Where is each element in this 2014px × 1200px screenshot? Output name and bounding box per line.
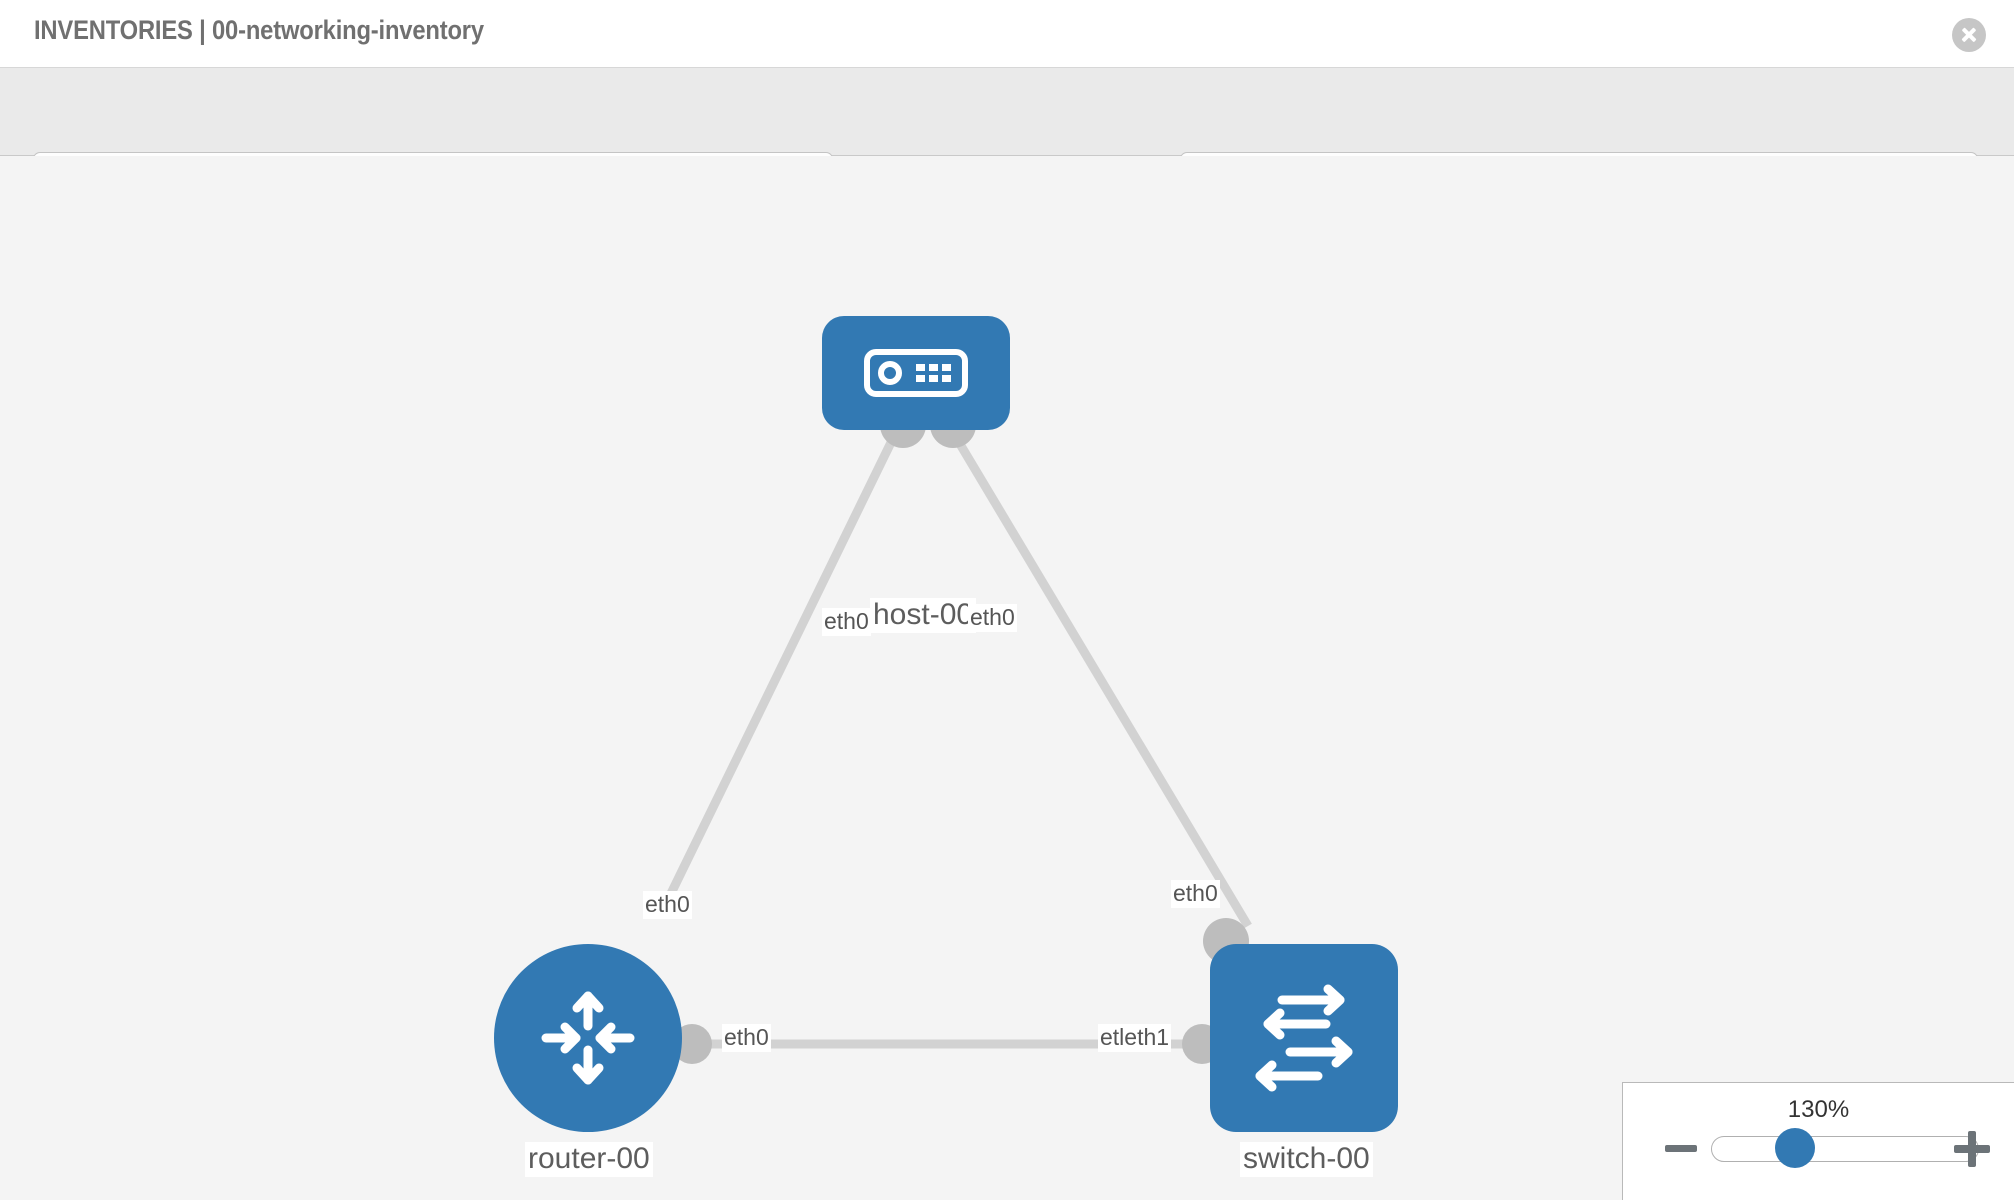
topology-node-router-00: router-00 <box>494 944 682 1177</box>
link-host-switch <box>944 421 1252 929</box>
topology-links <box>655 421 1252 1049</box>
topology-canvas[interactable]: host-00 router- <box>0 156 2014 1200</box>
node-label-router: router-00 <box>525 1142 653 1177</box>
page-header: INVENTORIES | 00-networking-inventory <box>0 0 2014 68</box>
server-appliance-icon <box>864 349 968 397</box>
zoom-slider-track[interactable] <box>1711 1136 1979 1162</box>
host-node-shape[interactable] <box>822 316 1010 430</box>
link-label-switch-left: etleth1 <box>1098 1024 1172 1052</box>
node-label-host: host-00 <box>870 598 977 633</box>
switch-node-shape[interactable] <box>1210 944 1398 1132</box>
zoom-control-panel: 130% <box>1622 1082 2014 1200</box>
zoom-level-value: 130% <box>1787 1096 1850 1123</box>
link-label-host-left: eth0 <box>822 608 871 636</box>
topology-node-switch-00: switch-00 <box>1210 944 1398 1177</box>
close-icon[interactable] <box>1952 18 1986 52</box>
link-label-router-up: eth0 <box>643 891 692 919</box>
toolbar: ACTIONS SEARCH <box>0 68 2014 208</box>
node-label-switch: switch-00 <box>1240 1142 1373 1177</box>
link-host-router <box>655 422 905 918</box>
page-title: INVENTORIES | 00-networking-inventory <box>34 15 484 45</box>
link-label-host-right: eth0 <box>968 604 1017 632</box>
topology-graph: host-00 router- <box>0 156 2014 1200</box>
router-node-shape[interactable] <box>494 944 682 1132</box>
link-label-switch-up: eth0 <box>1171 880 1220 908</box>
zoom-out-button[interactable] <box>1665 1133 1697 1165</box>
router-arrows-icon <box>541 991 635 1085</box>
zoom-in-button[interactable] <box>1954 1131 1990 1167</box>
link-label-router-right: eth0 <box>722 1024 771 1052</box>
topology-node-host-00: host-00 <box>822 316 1010 633</box>
zoom-slider-thumb[interactable] <box>1775 1128 1815 1168</box>
switch-arrows-icon <box>1255 984 1353 1092</box>
